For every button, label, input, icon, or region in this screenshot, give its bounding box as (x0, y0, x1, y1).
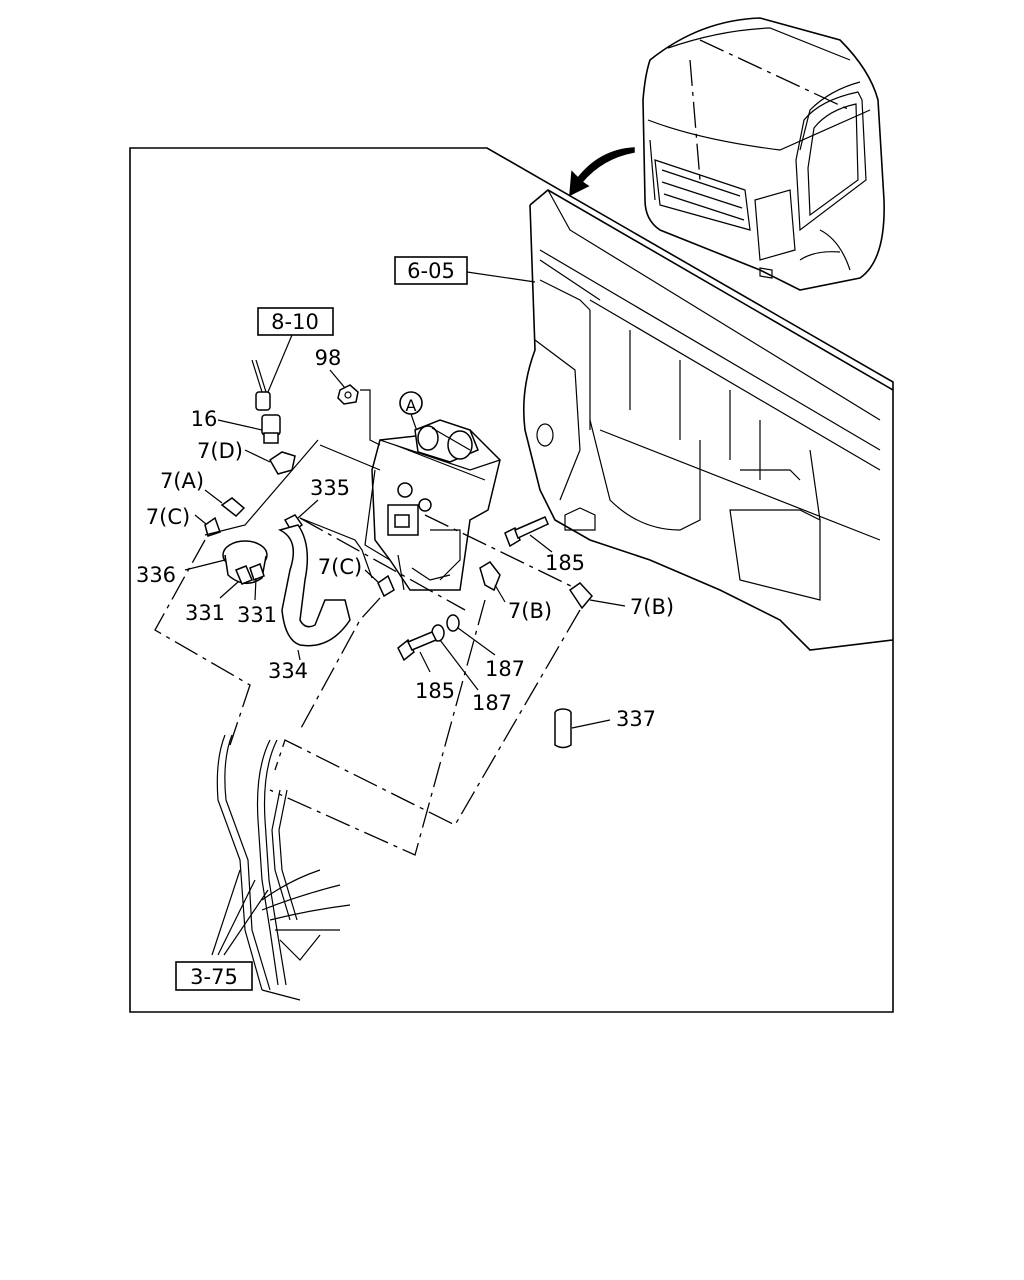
callout-185-low: 185 (415, 679, 455, 703)
callout-7a: 7(A) (160, 469, 204, 493)
callout-7c-left: 7(C) (146, 505, 190, 529)
callout-334: 334 (268, 659, 308, 683)
ref-box-3-75[interactable]: 3-75 (175, 869, 269, 991)
callout-337: 337 (616, 707, 656, 731)
callout-7c-mid: 7(C) (318, 555, 362, 579)
callout-98: 98 (315, 346, 342, 370)
ref-box-8-10[interactable]: 8-10 (257, 307, 334, 393)
callout-a: A (406, 396, 417, 415)
part-331-screws (219, 563, 265, 601)
part-7b-fitting-mid (479, 561, 506, 603)
part-7c-fitting-mid (364, 569, 395, 598)
frame-cross-member (523, 189, 894, 651)
callout-336: 336 (136, 563, 176, 587)
part-185-bolt-right (504, 516, 553, 553)
callout-335: 335 (310, 476, 350, 500)
harness-bundle (216, 734, 351, 1001)
part-7a-fitting (204, 489, 246, 518)
callout-331-a: 331 (185, 601, 225, 625)
part-7b-fitting-right (568, 582, 626, 610)
callout-331-b: 331 (237, 603, 277, 627)
diagram-frame (129, 147, 894, 1013)
part-7c-fitting-left (194, 514, 221, 537)
part-187-washers (431, 614, 496, 691)
ref-box-6-05[interactable]: 6-05 (394, 256, 536, 285)
callout-187-a: 187 (485, 657, 525, 681)
ref-label-6-05: 6-05 (407, 259, 455, 283)
ref-label-3-75: 3-75 (190, 965, 238, 989)
part-16-switch (217, 414, 281, 444)
part-98-nut (329, 369, 359, 405)
ref-label-8-10: 8-10 (271, 310, 319, 334)
part-334-hose (277, 524, 351, 661)
part-337-spacer (554, 708, 611, 749)
truck-cab-illustration (642, 17, 885, 291)
part-7d-elbow (244, 449, 296, 475)
callout-7d: 7(D) (197, 439, 243, 463)
pressure-switch-part (251, 359, 271, 411)
location-arrow (569, 147, 635, 197)
callout-7b-mid: 7(B) (508, 599, 552, 623)
part-185-bolt-low (397, 631, 438, 673)
callout-187-b: 187 (472, 691, 512, 715)
control-module-assembly (360, 389, 501, 591)
callout-185-right: 185 (545, 551, 585, 575)
brake-pipe-routing (154, 439, 581, 856)
callout-7b-right: 7(B) (630, 595, 674, 619)
callout-16: 16 (191, 407, 218, 431)
